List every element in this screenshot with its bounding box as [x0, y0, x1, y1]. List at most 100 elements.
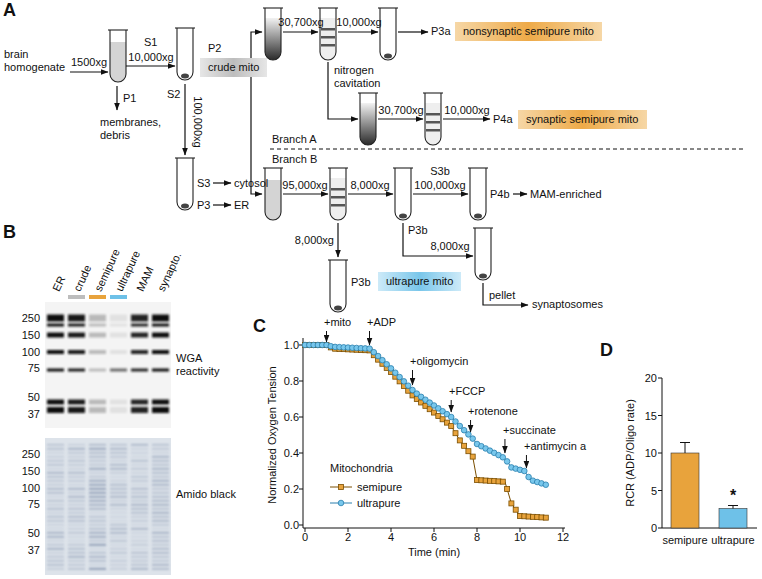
protein-band — [110, 532, 127, 534]
glycoprotein-band — [152, 400, 169, 405]
speed-label: 8,000xg — [430, 240, 469, 253]
protein-band — [68, 560, 85, 562]
legend-label: ultrapure — [357, 497, 400, 510]
protein-band — [131, 516, 148, 518]
tick-label: 0 — [651, 522, 657, 535]
tube-rim — [328, 259, 348, 260]
protein-band — [152, 492, 169, 494]
gradient-band — [426, 113, 440, 116]
flow-arrow — [403, 223, 473, 256]
protein-band — [152, 448, 169, 450]
mw-marker: 37 — [28, 408, 40, 421]
protein-band — [131, 476, 148, 478]
glycoprotein-band — [68, 369, 85, 372]
glycoprotein-band — [89, 333, 106, 338]
protein-band — [152, 516, 169, 518]
protein-band — [47, 484, 64, 486]
protein-band — [89, 556, 106, 558]
protein-band — [131, 468, 148, 470]
glycoprotein-band — [89, 350, 106, 354]
protein-band — [68, 536, 85, 538]
protein-band — [47, 548, 64, 550]
glycoprotein-band — [89, 315, 106, 322]
protein-band — [47, 524, 64, 526]
tube-rim — [263, 7, 283, 8]
protein-band — [68, 540, 85, 542]
speed-label: 30,700xg — [278, 16, 323, 29]
protein-band — [131, 444, 148, 446]
lane-color-bar — [68, 295, 85, 299]
flow-arrow — [116, 86, 117, 110]
protein-band — [47, 460, 64, 462]
protein-band — [68, 512, 85, 514]
protein-band — [47, 476, 64, 478]
glycoprotein-band — [110, 407, 127, 413]
fraction-label: S3 — [197, 177, 210, 190]
gradient-band — [331, 204, 345, 207]
protein-band — [152, 444, 169, 446]
protein-band — [47, 568, 64, 570]
glycoprotein-band — [152, 369, 169, 372]
protein-band — [131, 456, 148, 458]
speed-label: 1500xg — [71, 56, 107, 69]
fraction-box: crude mito — [200, 58, 267, 77]
protein-band — [152, 564, 169, 566]
protein-band — [89, 528, 106, 530]
sample-label: brain homogenate — [4, 48, 74, 74]
pellet — [474, 214, 482, 219]
protein-band — [47, 556, 64, 558]
semipure-marker — [453, 431, 458, 436]
protein-band — [47, 480, 64, 482]
protein-band — [47, 528, 64, 530]
protein-band — [47, 444, 64, 446]
tube-rim — [378, 7, 398, 8]
glycoprotein-band — [47, 315, 64, 322]
protein-band — [152, 532, 169, 534]
tube-rim — [328, 167, 348, 168]
protein-band — [152, 544, 169, 546]
protein-band — [131, 492, 148, 494]
fraction-label: pellet — [489, 289, 515, 302]
protein-band — [89, 452, 106, 454]
tick-label: 4 — [388, 531, 394, 544]
protein-band — [89, 464, 106, 466]
protein-band — [47, 456, 64, 458]
wga-blot — [45, 302, 171, 428]
flow-arrow — [398, 31, 428, 32]
glycoprotein-band — [131, 315, 148, 322]
mw-marker: 50 — [28, 527, 40, 540]
tube-rim — [175, 27, 195, 28]
protein-band — [68, 568, 85, 570]
addition-arrow — [470, 420, 471, 432]
panel-letter: D — [600, 340, 613, 361]
protein-band — [110, 560, 127, 562]
speed-label: 30,700xg — [378, 104, 423, 117]
addition-arrow — [369, 331, 370, 345]
protein-band — [110, 460, 127, 462]
y-tick — [658, 415, 662, 416]
glycoprotein-band — [110, 324, 127, 327]
tick-label: 20 — [645, 372, 657, 385]
fraction-name: ultrapure mito — [386, 275, 453, 287]
ultrapure-marker — [504, 459, 510, 465]
axis-title: RCR (ADP/Oligo rate) — [624, 399, 637, 507]
centrifuge-tube — [360, 93, 376, 145]
y-tick — [299, 417, 303, 418]
protein-band — [152, 540, 169, 542]
flow-arrow — [413, 193, 468, 194]
protein-band — [110, 500, 127, 502]
glycoprotein-band — [68, 407, 85, 413]
pellet — [181, 74, 189, 79]
protein-band — [131, 568, 148, 570]
protein-band — [152, 452, 169, 454]
centrifuge-tube — [265, 168, 281, 220]
fraction-label: P3 — [197, 199, 210, 212]
protein-band — [131, 472, 148, 474]
protein-band — [152, 536, 169, 538]
glycoprotein-band — [89, 400, 106, 405]
glycoprotein-band — [47, 333, 64, 338]
flow-arrow — [378, 118, 423, 119]
mw-marker: 50 — [28, 391, 40, 404]
protein-band — [110, 452, 127, 454]
protein-band — [152, 456, 169, 458]
